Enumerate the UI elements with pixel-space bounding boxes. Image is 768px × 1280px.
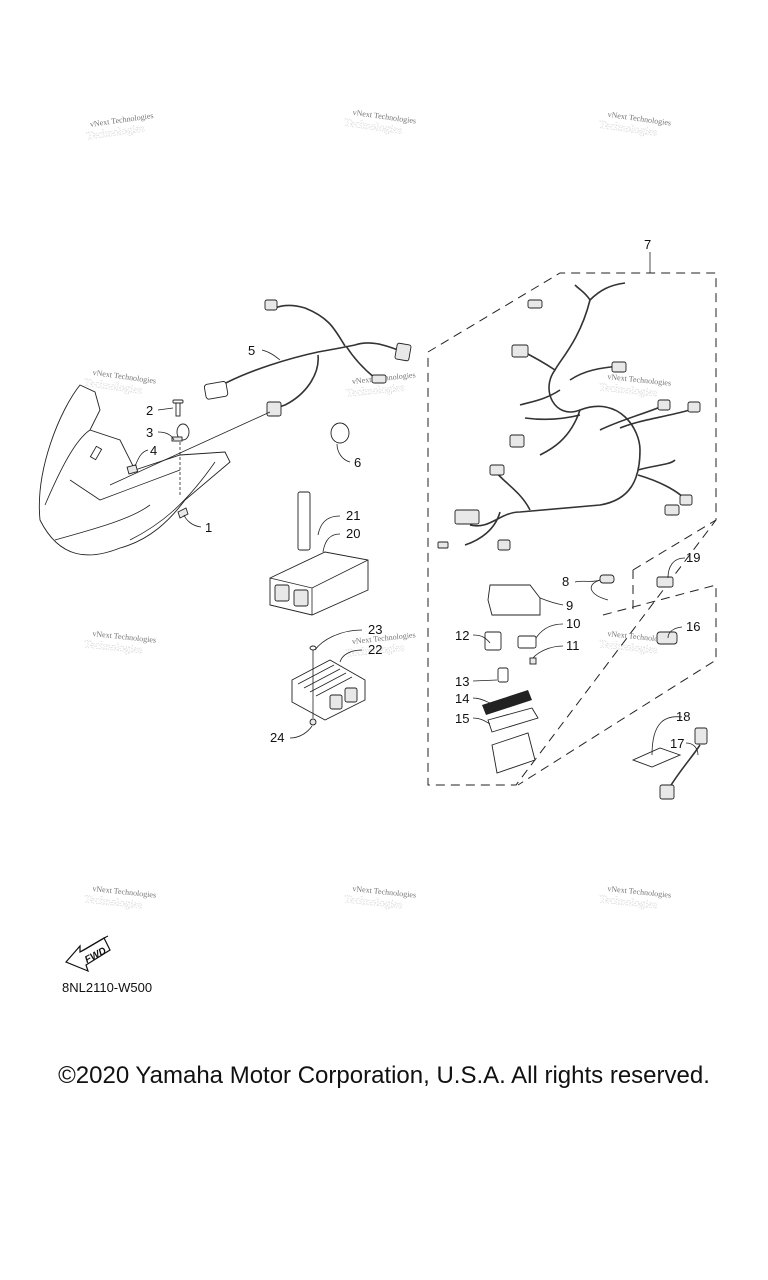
callout-14[interactable]: 14 [455, 691, 469, 706]
part-connector-cap[interactable] [590, 574, 615, 601]
part-band-strap[interactable] [297, 491, 311, 551]
callout-3[interactable]: 3 [146, 425, 153, 440]
callout-7[interactable]: 7 [644, 237, 651, 252]
callout-19[interactable]: 19 [686, 550, 700, 565]
callout-11[interactable]: 11 [566, 638, 580, 653]
watermark: Technologies vNext Technologies [598, 110, 672, 139]
part-cap[interactable] [517, 635, 537, 649]
callout-1[interactable]: 1 [205, 520, 212, 535]
part-label-sheet[interactable] [631, 747, 682, 768]
callout-13[interactable]: 13 [455, 674, 469, 689]
part-relay[interactable] [484, 631, 502, 651]
callout-5[interactable]: 5 [248, 343, 255, 358]
copyright-notice: ©2020 Yamaha Motor Corporation, U.S.A. A… [58, 1062, 710, 1089]
callout-20[interactable]: 20 [346, 526, 360, 541]
callout-2[interactable]: 2 [146, 403, 153, 418]
callout-10[interactable]: 10 [566, 616, 580, 631]
part-ecu[interactable] [269, 551, 369, 616]
part-rectifier-regulator[interactable] [291, 659, 366, 721]
part-bolt[interactable] [172, 399, 184, 417]
part-wire-harness-assy[interactable] [437, 282, 701, 551]
watermark: Technologies vNext Technologies [343, 108, 417, 137]
callout-18[interactable]: 18 [676, 709, 690, 724]
callout-8[interactable]: 8 [562, 574, 569, 589]
harness-kit-outline [427, 272, 717, 786]
part-band[interactable] [330, 422, 350, 444]
part-bolt-long[interactable] [309, 645, 317, 718]
watermark: Technologies vNext Technologies [86, 111, 154, 143]
part-relay-small[interactable] [497, 667, 509, 683]
callout-24[interactable]: 24 [270, 730, 284, 745]
callout-leaders [134, 252, 699, 756]
watermark: Technologies vNext Technologies [598, 884, 671, 912]
part-nut-clip[interactable] [126, 464, 139, 475]
callout-9[interactable]: 9 [566, 598, 573, 613]
watermark: Technologies vNext Technologies [598, 372, 671, 400]
watermark: Technologies vNext Technologies [83, 629, 156, 657]
part-clamp[interactable] [171, 423, 190, 442]
watermark: Technologies vNext Technologies [343, 884, 416, 912]
callout-15[interactable]: 15 [455, 711, 469, 726]
callout-21[interactable]: 21 [346, 508, 360, 523]
callout-22[interactable]: 22 [368, 642, 382, 657]
part-coupler[interactable] [656, 631, 678, 645]
diagram-code: 8NL2110-W500 [62, 980, 153, 995]
part-nut[interactable] [309, 718, 317, 726]
watermark: Technologies vNext Technologies [83, 884, 156, 912]
fuse-box-base [491, 732, 536, 774]
callout-numbers: 1 2 3 4 5 6 7 8 9 10 11 12 13 14 15 16 1… [146, 237, 700, 751]
part-connector-end[interactable] [656, 576, 674, 588]
part-seal[interactable] [487, 707, 539, 733]
callout-12[interactable]: 12 [455, 628, 469, 643]
callout-6[interactable]: 6 [354, 455, 361, 470]
part-label[interactable] [482, 690, 532, 715]
part-connector[interactable] [529, 657, 537, 665]
callout-16[interactable]: 16 [686, 619, 700, 634]
fwd-arrow-icon: FWD [64, 935, 111, 973]
part-fuse-box-cover[interactable] [487, 584, 541, 616]
part-lead-wire[interactable] [659, 727, 708, 800]
callout-4[interactable]: 4 [150, 443, 157, 458]
part-sub-wire-harness[interactable] [109, 299, 412, 486]
callout-23[interactable]: 23 [368, 622, 382, 637]
callout-17[interactable]: 17 [670, 736, 684, 751]
